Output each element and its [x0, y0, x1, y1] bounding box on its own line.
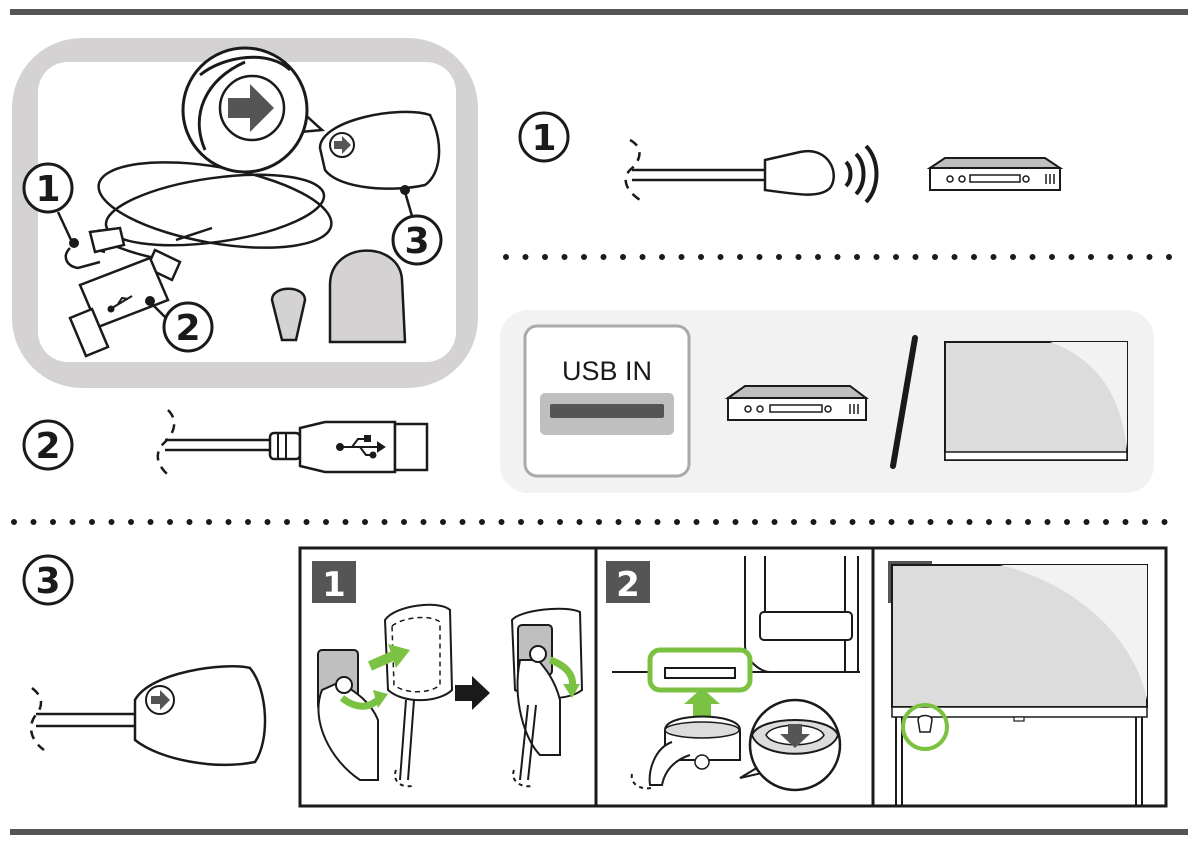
section-2-usb-connection: 2 USB IN — [22, 310, 1154, 493]
emitter-zoom-bubble — [181, 46, 325, 174]
kit-contents-panel: 1 2 3 — [12, 38, 478, 388]
section-1-emitter-signal: 1 — [518, 111, 1064, 204]
kit-callout-1: 1 — [22, 162, 79, 248]
kit-callout-3: 3 — [391, 185, 443, 266]
mount-step-3-place-under-tv: 3 — [888, 561, 1148, 806]
svg-text:2: 2 — [175, 308, 200, 349]
usb-plug — [268, 420, 429, 474]
kit-callout-2: 2 — [145, 296, 214, 353]
mount-step-1-peel-adhesive: 1 — [312, 561, 584, 788]
set-top-box-device — [926, 157, 1064, 191]
mini-jack-plug — [64, 226, 126, 270]
tv-device — [944, 341, 1128, 461]
top-rule — [10, 9, 1188, 15]
svg-text:3: 3 — [35, 561, 60, 602]
svg-text:1: 1 — [322, 565, 346, 605]
usb-in-port: USB IN — [523, 324, 691, 478]
arrow-up-icon — [684, 688, 720, 720]
ir-emitter-head — [318, 110, 441, 190]
section-3-emitter-mount: 3 1 — [22, 546, 1168, 808]
set-top-box-device — [724, 385, 869, 421]
mount-step-2-attach-emitter: 2 — [606, 556, 860, 792]
arrow-down-icon — [780, 724, 810, 748]
ir-emitter-head — [133, 665, 267, 766]
arrow-right-icon — [151, 690, 170, 710]
svg-text:2: 2 — [616, 565, 640, 605]
bottom-rule — [10, 829, 1188, 835]
usb-plug — [68, 226, 213, 358]
arrow-right-icon — [228, 84, 274, 132]
large-emitter-cover — [328, 249, 407, 344]
svg-text:1: 1 — [531, 118, 556, 159]
svg-text:2: 2 — [35, 426, 60, 467]
ir-emitter-head — [763, 149, 835, 196]
arrow-right-icon — [334, 136, 351, 154]
arrow-right-icon — [455, 676, 490, 710]
svg-text:3: 3 — [404, 221, 429, 262]
ir-signal-icon — [844, 144, 879, 204]
usb-icon — [336, 435, 386, 459]
small-adhesive-cap — [270, 287, 307, 342]
svg-text:1: 1 — [35, 169, 60, 210]
usb-icon — [107, 295, 133, 313]
or-slash — [890, 335, 918, 469]
usb-in-label: USB IN — [562, 356, 652, 386]
